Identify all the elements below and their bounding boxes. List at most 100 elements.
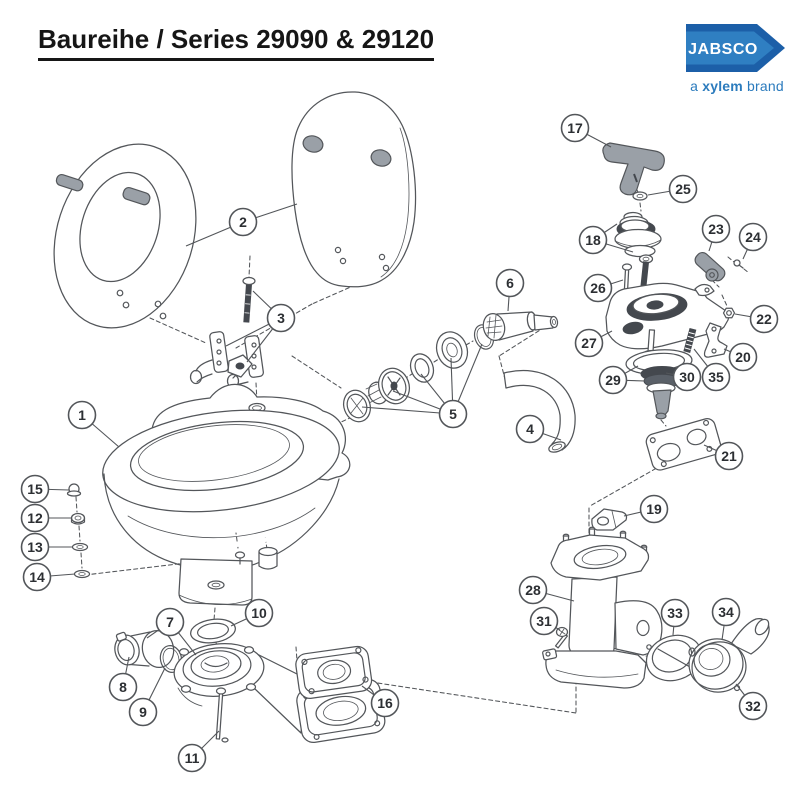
callout-7: 7	[146, 607, 197, 656]
callout-10: 10	[230, 598, 274, 628]
callout-31: 31	[529, 606, 561, 636]
callout-11: 11	[177, 730, 220, 773]
callout-30: 30	[665, 362, 702, 392]
banner-inner	[686, 31, 774, 65]
svg-text:23: 23	[708, 221, 724, 237]
lid-bumper-icon	[302, 135, 324, 153]
piston-seal-drawing	[625, 329, 693, 420]
pump-top-cap-drawing	[614, 211, 662, 264]
svg-text:2: 2	[239, 214, 247, 230]
callout-27: 27	[574, 328, 613, 358]
svg-text:27: 27	[581, 335, 597, 351]
callout-25: 25	[647, 174, 698, 204]
svg-text:4: 4	[526, 421, 534, 437]
svg-text:30: 30	[679, 369, 695, 385]
seat-screw-icon	[242, 276, 256, 323]
lever-screw-drawing	[733, 259, 744, 269]
svg-text:34: 34	[718, 604, 734, 620]
callout-19: 19	[623, 494, 669, 524]
svg-text:6: 6	[506, 275, 514, 291]
jabsco-logo: JABSCO a xylem brand	[686, 24, 788, 94]
callout-26: 26	[583, 273, 624, 303]
svg-text:18: 18	[585, 232, 601, 248]
seat-bumper-icon	[122, 186, 151, 206]
toilet-seat-drawing	[53, 143, 197, 329]
pump-body-drawing	[605, 282, 730, 350]
svg-text:12: 12	[27, 510, 43, 526]
callout-12: 12	[20, 503, 71, 533]
callout-2: 2	[185, 203, 298, 247]
svg-text:8: 8	[119, 679, 127, 695]
pivot-bolt-drawing	[621, 263, 633, 292]
svg-text:25: 25	[675, 181, 691, 197]
callout-20: 20	[723, 342, 758, 372]
callout-8: 8	[108, 656, 138, 702]
callout-23: 23	[701, 214, 731, 252]
svg-text:5: 5	[449, 406, 457, 422]
callout-16: 16	[361, 685, 400, 718]
hinge-set-drawing	[189, 276, 264, 389]
svg-text:14: 14	[29, 569, 45, 585]
jabsco-banner-icon: JABSCO	[686, 24, 785, 72]
svg-text:21: 21	[721, 448, 737, 464]
svg-text:24: 24	[745, 229, 761, 245]
callout-29: 29	[598, 365, 646, 395]
svg-text:1: 1	[78, 407, 86, 423]
xylem-tagline: a xylem brand	[686, 78, 788, 94]
svg-text:28: 28	[525, 582, 541, 598]
page-title: Baureihe / Series 29090 & 29120	[38, 24, 435, 61]
toilet-lid-drawing	[291, 91, 417, 288]
callout-4: 4	[515, 414, 562, 444]
tagline-suffix: brand	[747, 78, 784, 94]
base-screw-icon	[554, 626, 569, 649]
pump-handle-drawing	[602, 142, 665, 196]
tagline-brand: xylem	[702, 78, 743, 94]
callout-14: 14	[22, 562, 76, 592]
lid-bumper-icon	[370, 149, 392, 167]
svg-text:19: 19	[646, 501, 662, 517]
callout-34: 34	[711, 597, 741, 641]
callout-21: 21	[703, 441, 744, 471]
handle-lever-drawing	[694, 251, 726, 282]
discharge-elbow-drawing	[688, 617, 770, 693]
svg-text:32: 32	[745, 698, 761, 714]
callout-24: 24	[738, 222, 768, 260]
svg-text:3: 3	[277, 310, 285, 326]
inlet-elbow-drawing	[482, 311, 559, 341]
flush-hose-drawing	[503, 369, 576, 453]
svg-text:22: 22	[756, 311, 772, 327]
nut-drawing	[722, 307, 736, 319]
svg-text:15: 15	[27, 481, 43, 497]
callout-9: 9	[128, 667, 166, 727]
handle-washer-drawing	[632, 191, 648, 201]
seat-bumper-icon	[55, 173, 84, 192]
svg-text:13: 13	[27, 539, 43, 555]
jabsco-wordmark: JABSCO	[688, 41, 758, 58]
base-bolt-drawing	[215, 687, 229, 743]
svg-text:35: 35	[708, 369, 724, 385]
flapper-valve-drawing	[591, 508, 628, 531]
callout-28: 28	[518, 575, 575, 605]
svg-text:29: 29	[605, 372, 621, 388]
pump-base-drawing	[542, 526, 663, 689]
svg-text:33: 33	[667, 605, 683, 621]
svg-text:7: 7	[166, 614, 174, 630]
svg-text:17: 17	[567, 120, 583, 136]
callout-13: 13	[20, 532, 72, 562]
callout-5: 5	[361, 343, 483, 429]
base-gasket-drawing	[645, 418, 722, 471]
mounting-hardware-drawing	[66, 483, 91, 579]
inlet-valve-parts-drawing	[342, 324, 495, 423]
base-plug-drawing	[114, 629, 175, 669]
svg-text:26: 26	[590, 280, 606, 296]
tagline-prefix: a	[690, 78, 699, 94]
svg-text:20: 20	[735, 349, 751, 365]
callout-3: 3	[225, 290, 296, 363]
callout-22: 22	[734, 304, 779, 334]
svg-text:10: 10	[251, 605, 267, 621]
svg-text:9: 9	[139, 704, 147, 720]
toilet-bowl-drawing	[102, 383, 351, 606]
support-bracket-drawing	[703, 322, 728, 358]
